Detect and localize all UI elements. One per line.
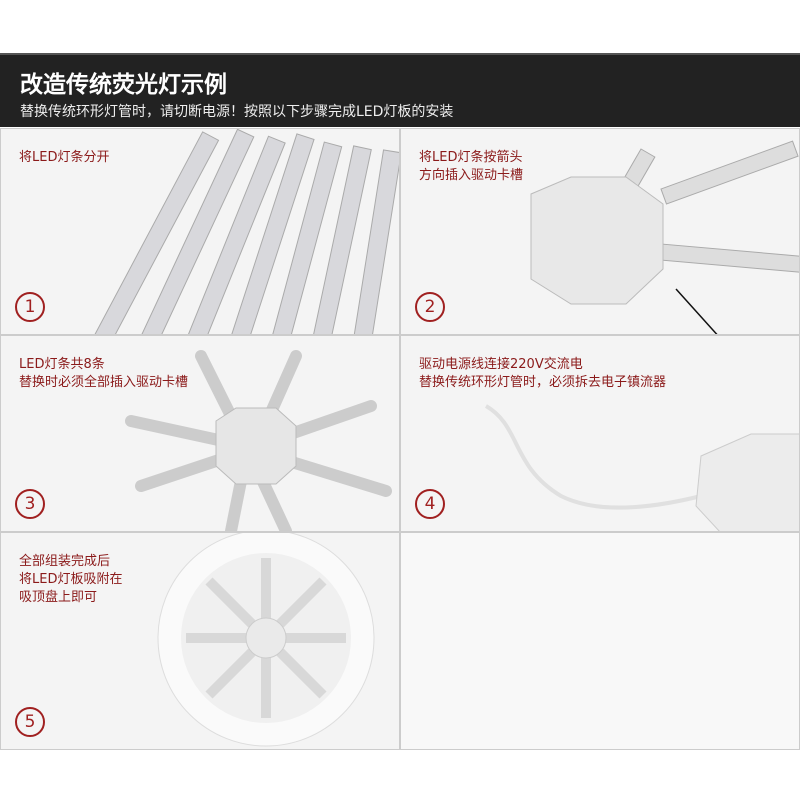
step-3: LED灯条共8条替换时必须全部插入驱动卡槽 3 (0, 335, 400, 532)
caption-line: 替换时必须全部插入驱动卡槽 (19, 375, 189, 390)
step-caption: 驱动电源线连接220V交流电替换传统环形灯管时，必须拆去电子镇流器 (419, 356, 666, 392)
step-2: 将LED灯条按箭头方向插入驱动卡槽 2 (400, 128, 800, 335)
caption-line: 将LED灯条按箭头 (419, 150, 523, 165)
caption-line: LED灯条共8条 (19, 357, 105, 372)
step-number: 4 (415, 489, 445, 519)
step-caption: 将LED灯条按箭头方向插入驱动卡槽 (419, 149, 523, 185)
step-5: 全部组装完成后将LED灯板吸附在吸顶盘上即可 5 (0, 532, 400, 750)
caption-line: 吸顶盘上即可 (19, 590, 98, 605)
empty-cell (400, 532, 800, 750)
caption-line: 全部组装完成后 (19, 554, 111, 569)
led-strips-image (84, 129, 399, 334)
step-caption: 将LED灯条分开 (19, 149, 109, 167)
step-number: 3 (15, 489, 45, 519)
step-1: 将LED灯条分开 1 (0, 128, 400, 335)
page-title: 改造传统荧光灯示例 (20, 72, 227, 98)
ceiling-plate-image (157, 533, 375, 747)
step-caption: LED灯条共8条替换时必须全部插入驱动卡槽 (19, 356, 188, 392)
page-subtitle: 替换传统环形灯管时，请切断电源！按照以下步骤完成LED灯板的安装 (20, 104, 454, 120)
assembled-strips-image (125, 350, 392, 531)
caption-line: 替换传统环形灯管时，必须拆去电子镇流器 (419, 375, 667, 390)
step-number: 2 (415, 292, 445, 322)
step-caption: 全部组装完成后将LED灯板吸附在吸顶盘上即可 (19, 553, 122, 607)
caption-line: 方向插入驱动卡槽 (419, 168, 524, 183)
step-4: 驱动电源线连接220V交流电替换传统环形灯管时，必须拆去电子镇流器 4 (400, 335, 800, 532)
power-wire-image (484, 404, 799, 531)
caption-line: 将LED灯条分开 (19, 150, 110, 165)
driver-insert-image (530, 140, 799, 334)
step-number: 5 (15, 707, 45, 737)
header-banner: 改造传统荧光灯示例 替换传统环形灯管时，请切断电源！按照以下步骤完成LED灯板的… (0, 53, 800, 127)
caption-line: 将LED灯板吸附在 (19, 572, 123, 587)
caption-line: 驱动电源线连接220V交流电 (419, 357, 583, 372)
step-number: 1 (15, 292, 45, 322)
steps-grid: 将LED灯条分开 1 将LED灯条按箭头方向插入驱动卡槽 2 LED灯条共8条替… (0, 128, 800, 750)
